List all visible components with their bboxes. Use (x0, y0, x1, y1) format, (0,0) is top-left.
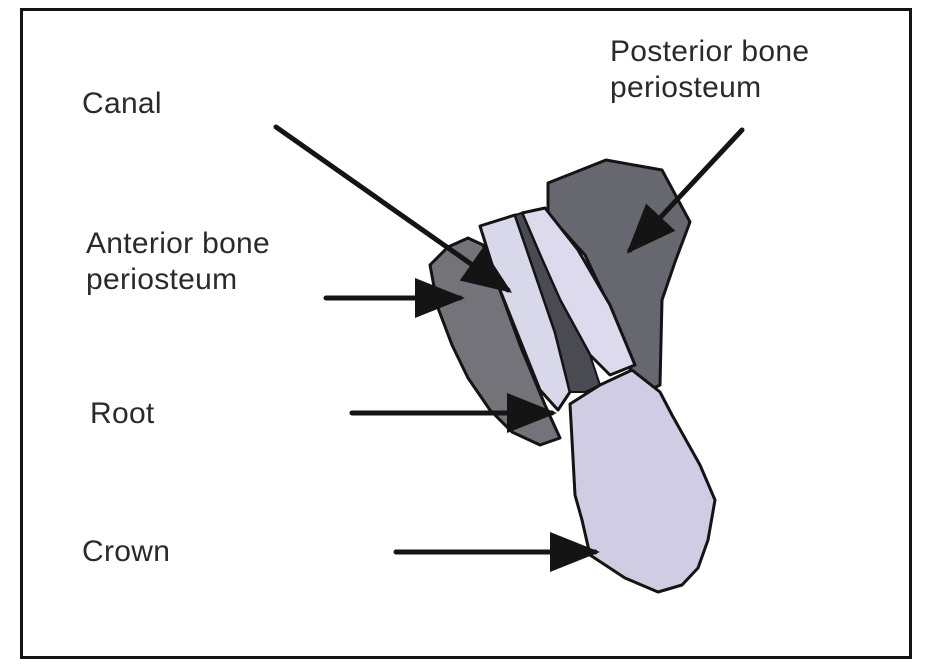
crown-shape (570, 370, 715, 592)
root-label-text: Root (90, 396, 155, 432)
crown-label: Crown (82, 534, 170, 570)
posterior-bone-label-line1: Posterior bone (610, 34, 809, 70)
canal-arrow (276, 127, 508, 290)
posterior-bone-label: Posterior bone periosteum (610, 34, 809, 106)
canal-label: Canal (82, 86, 162, 122)
anterior-bone-label-line1: Anterior bone (86, 226, 270, 262)
anterior-bone-label-line2: periosteum (86, 262, 270, 298)
posterior-bone-label-line2: periosteum (610, 70, 809, 106)
crown-label-text: Crown (82, 534, 170, 570)
canal-label-text: Canal (82, 86, 162, 122)
anterior-bone-label: Anterior bone periosteum (86, 226, 270, 298)
root-label: Root (90, 396, 155, 432)
